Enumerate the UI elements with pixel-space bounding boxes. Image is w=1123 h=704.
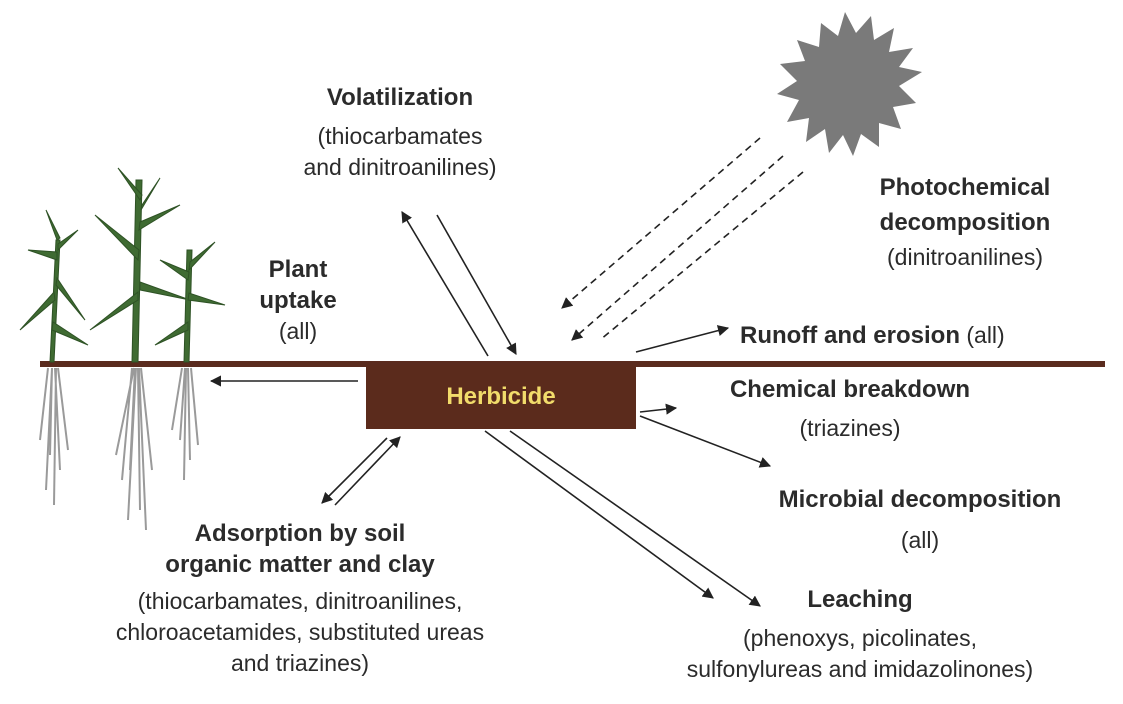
leaching-label: Leaching (phenoxys, picolinates, sulfony… <box>600 584 1120 685</box>
microbial-sub: (all) <box>720 525 1120 556</box>
photochemical-sub: (dinitroanilines) <box>815 242 1115 273</box>
leaching-line1: (phenoxys, picolinates, <box>600 623 1120 654</box>
adsorption-line1: (thiocarbamates, dinitroanilines, <box>20 586 580 617</box>
photochemical-title1: Photochemical <box>815 172 1115 203</box>
microbial-title: Microbial decomposition <box>720 484 1120 515</box>
adsorption-title2: organic matter and clay <box>20 549 580 580</box>
volatilization-arrow-down <box>437 215 516 354</box>
plant-uptake-title1: Plant <box>238 254 358 285</box>
adsorption-arrow-up <box>335 437 400 505</box>
chemical-sub: (triazines) <box>670 413 1030 444</box>
photochemical-label: Photochemical decomposition (dinitroanil… <box>815 172 1115 273</box>
roots <box>40 368 198 530</box>
plant-uptake-sub: (all) <box>238 316 358 347</box>
photochemical-ray-3 <box>600 172 803 340</box>
chemical-label: Chemical breakdown (triazines) <box>670 374 1030 444</box>
leaching-line2: sulfonylureas and imidazolinones) <box>600 654 1120 685</box>
volatilization-line2: and dinitroanilines) <box>250 152 550 183</box>
microbial-label: Microbial decomposition (all) <box>720 484 1120 556</box>
runoff-label: Runoff and erosion (all) <box>740 320 1005 351</box>
photochemical-ray-1 <box>562 138 760 308</box>
chemical-title: Chemical breakdown <box>670 374 1030 405</box>
sun-icon <box>777 12 922 156</box>
volatilization-arrow-up <box>402 212 488 356</box>
leaching-title: Leaching <box>600 584 1120 615</box>
volatilization-title: Volatilization <box>250 82 550 113</box>
plants <box>20 168 225 362</box>
adsorption-line3: and triazines) <box>20 648 580 679</box>
runoff-sub: (all) <box>966 322 1004 348</box>
adsorption-arrow-down <box>322 438 387 503</box>
adsorption-line2: chloroacetamides, substituted ureas <box>20 617 580 648</box>
herbicide-label: Herbicide <box>366 365 636 429</box>
photochemical-title2: decomposition <box>815 207 1115 238</box>
volatilization-label: Volatilization (thiocarbamates and dinit… <box>250 82 550 183</box>
runoff-arrow <box>636 328 728 352</box>
plant-uptake-title2: uptake <box>238 285 358 316</box>
volatilization-line1: (thiocarbamates <box>250 121 550 152</box>
runoff-title: Runoff and erosion <box>740 322 960 349</box>
plant-uptake-label: Plant uptake (all) <box>238 254 358 347</box>
photochemical-ray-2 <box>572 156 783 340</box>
adsorption-title1: Adsorption by soil <box>20 518 580 549</box>
adsorption-label: Adsorption by soil organic matter and cl… <box>20 518 580 679</box>
